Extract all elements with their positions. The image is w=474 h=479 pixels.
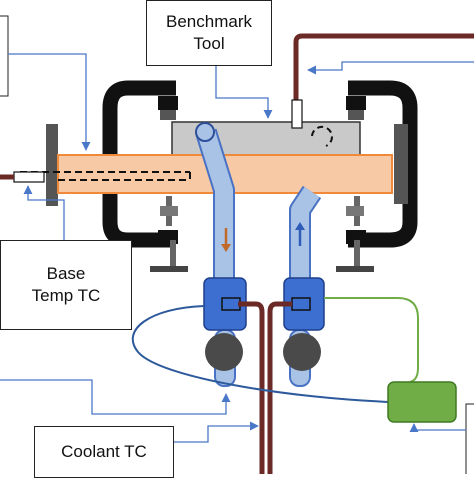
- bottom-right-arrow: [409, 423, 466, 433]
- signal-wire-green: [324, 297, 419, 383]
- right-clamp: [336, 80, 418, 272]
- coolant-tc-wire-right: [267, 301, 292, 474]
- benchmark-tool-label-line2: Tool: [193, 34, 225, 53]
- controller-box: [387, 381, 457, 423]
- left-end-plate: [46, 124, 58, 206]
- base-tc-probe: [20, 171, 191, 181]
- top-right-arrow: [307, 61, 474, 75]
- arrow-up-icon: [295, 222, 305, 246]
- tool-tc-sheath: [291, 99, 303, 129]
- coolant-tc-label: Coolant TC: [34, 426, 174, 478]
- coolant-tc-wire-left: [238, 301, 265, 474]
- coolant-inlet-port: [195, 122, 215, 142]
- outlet-pump-ball: [283, 333, 321, 371]
- base-tc-sheath: [13, 171, 45, 183]
- partial-box-top-left: [0, 15, 9, 97]
- arrow-down-icon: [221, 228, 231, 252]
- right-end-plate: [394, 124, 408, 204]
- left-edge-arrow: [0, 379, 231, 415]
- coolant-tc-arrow: [154, 421, 259, 443]
- base-temp-tc-label-line1: Base: [46, 264, 86, 283]
- base-temp-tc-label-line2: Temp TC: [31, 286, 101, 305]
- base-temp-tc-label: Base Temp TC: [0, 240, 132, 330]
- benchmark-tool-label: Benchmark Tool: [146, 0, 272, 66]
- coolant-tc-label-text: Coolant TC: [61, 442, 147, 461]
- signal-wire-blue: [131, 305, 391, 403]
- benchmark-arrow: [215, 66, 273, 119]
- tool-tc-wire: [293, 33, 474, 100]
- base-tc-arrow: [23, 185, 65, 240]
- partial-box-bottom-right: [465, 403, 474, 477]
- top-left-arrow: [8, 53, 91, 151]
- benchmark-tool-label-line1: Benchmark: [166, 12, 252, 31]
- tool-tc-loop: [311, 125, 333, 147]
- inlet-pump-ball: [205, 333, 243, 371]
